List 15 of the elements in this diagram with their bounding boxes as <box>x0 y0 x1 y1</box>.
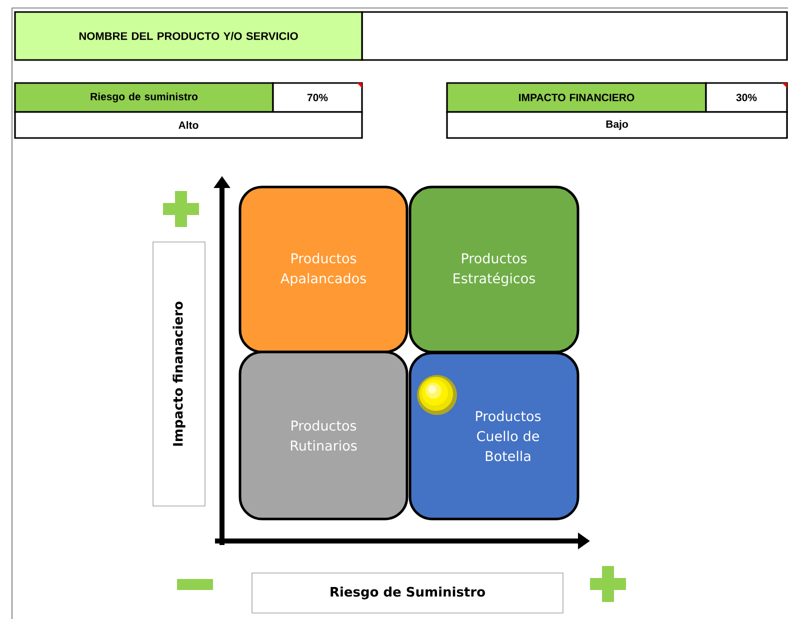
quadrant-box <box>408 352 580 520</box>
quadrant-label: Productos Cuello de Botella <box>476 410 541 462</box>
quadrant-box <box>238 350 408 520</box>
axis-label: Impacto finanaciero <box>152 242 206 506</box>
header-cell: Riesgo de suministro <box>14 82 274 113</box>
quadrant-label: Productos Estratégicos <box>454 252 536 286</box>
quadrant-label: Productos Apalancados <box>280 252 366 286</box>
axis-label: Riesgo de Suministro <box>252 572 564 614</box>
header-cell: IMPACTO FINANCIERO <box>446 82 707 113</box>
value-cell: 30% <box>705 82 788 113</box>
value-cell: 70% <box>272 82 363 113</box>
quadrant-label: Productos Rutinarios <box>290 420 357 451</box>
quadrant-box <box>408 186 580 354</box>
header-cell: NOMBRE DEL PRODUCTO Y/O SERVICIO <box>14 11 363 61</box>
quadrant-box <box>238 186 408 354</box>
